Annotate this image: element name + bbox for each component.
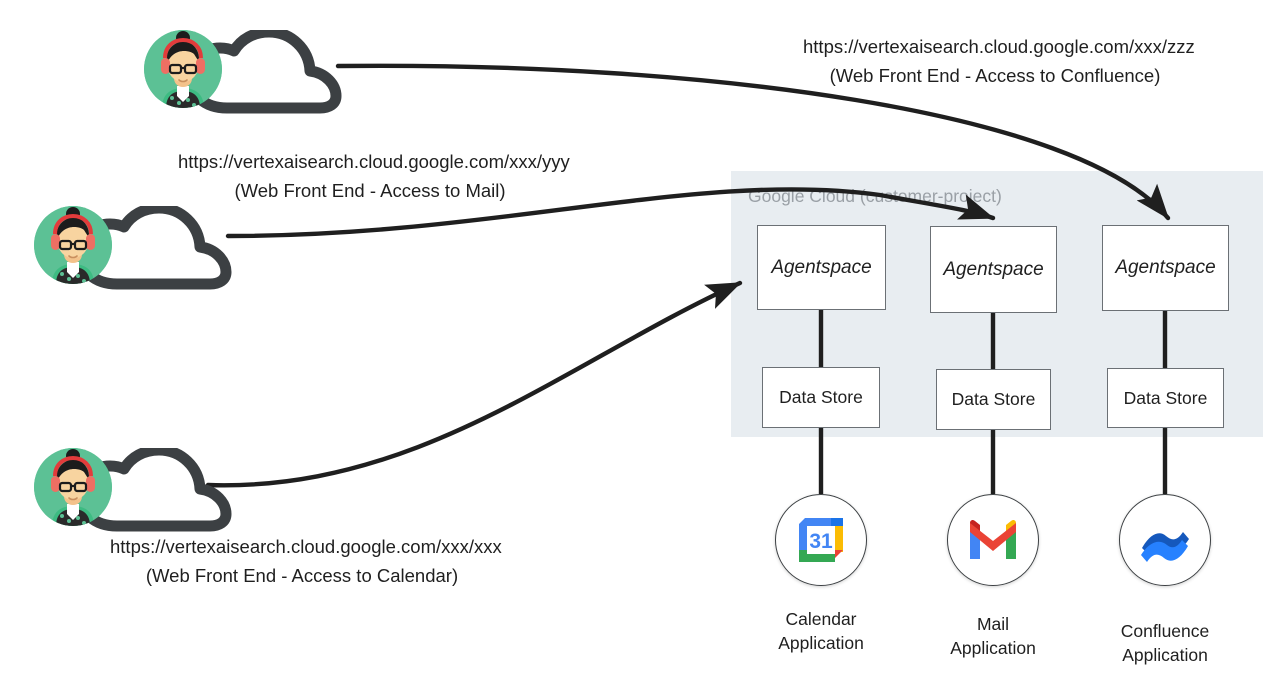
gmail-icon <box>970 519 1016 559</box>
app-label-line1: Calendar <box>785 609 857 629</box>
confluence-icon <box>1141 532 1189 562</box>
google-calendar-icon: 31 <box>799 518 843 562</box>
svg-text:31: 31 <box>809 530 833 553</box>
caption-confluence: https://vertexaisearch.cloud.google.com/… <box>803 33 1195 90</box>
app-label-line1: Mail <box>976 614 1010 634</box>
agentspace-label: Agentspace <box>943 258 1044 280</box>
agentspace-label: Agentspace <box>1115 257 1216 278</box>
app-label-confluence: Confluence Application <box>1080 620 1250 667</box>
app-label-line2: Application <box>778 632 864 653</box>
url-calendar: https://vertexaisearch.cloud.google.com/… <box>110 536 502 557</box>
datastore-label: Data Store <box>779 387 863 407</box>
datastore-box-confluence[interactable]: Data Store <box>1107 368 1224 428</box>
user-node-mail <box>34 198 234 298</box>
app-circle-confluence[interactable] <box>1119 494 1211 586</box>
caption-mail: https://vertexaisearch.cloud.google.com/… <box>178 148 570 205</box>
agentspace-box-mail[interactable]: Agentspace <box>930 226 1057 313</box>
app-label-line2: Application <box>950 637 1036 658</box>
avatar <box>144 30 222 108</box>
app-label-line2: Application <box>1122 644 1208 665</box>
url-confluence: https://vertexaisearch.cloud.google.com/… <box>803 36 1195 57</box>
user-node-confluence <box>144 22 344 122</box>
description-calendar: (Web Front End - Access to Calendar) <box>145 564 459 586</box>
agentspace-box-confluence[interactable]: Agentspace <box>1102 225 1229 311</box>
app-circle-mail[interactable] <box>947 494 1039 586</box>
agentspace-box-calendar[interactable]: Agentspace <box>757 225 886 310</box>
user-node-calendar <box>34 440 234 540</box>
google-cloud-container-label: Google Cloud (customer-project) <box>748 186 1002 206</box>
description-confluence: (Web Front End - Access to Confluence) <box>829 64 1161 86</box>
app-circle-calendar[interactable]: 31 <box>775 494 867 586</box>
datastore-box-calendar[interactable]: Data Store <box>762 367 880 428</box>
app-label-calendar: Calendar Application <box>736 608 906 655</box>
datastore-label: Data Store <box>951 389 1036 409</box>
avatar <box>34 206 112 284</box>
arrow-user-calendar-to-agentspace-1 <box>205 280 743 488</box>
datastore-box-mail[interactable]: Data Store <box>936 369 1051 430</box>
app-label-line1: Confluence <box>1120 621 1210 641</box>
app-label-mail: Mail Application <box>908 613 1078 660</box>
description-mail: (Web Front End - Access to Mail) <box>234 179 506 201</box>
caption-calendar: https://vertexaisearch.cloud.google.com/… <box>110 533 502 590</box>
url-mail: https://vertexaisearch.cloud.google.com/… <box>178 151 570 172</box>
avatar <box>34 448 112 526</box>
agentspace-label: Agentspace <box>771 256 872 278</box>
datastore-label: Data Store <box>1123 387 1208 408</box>
